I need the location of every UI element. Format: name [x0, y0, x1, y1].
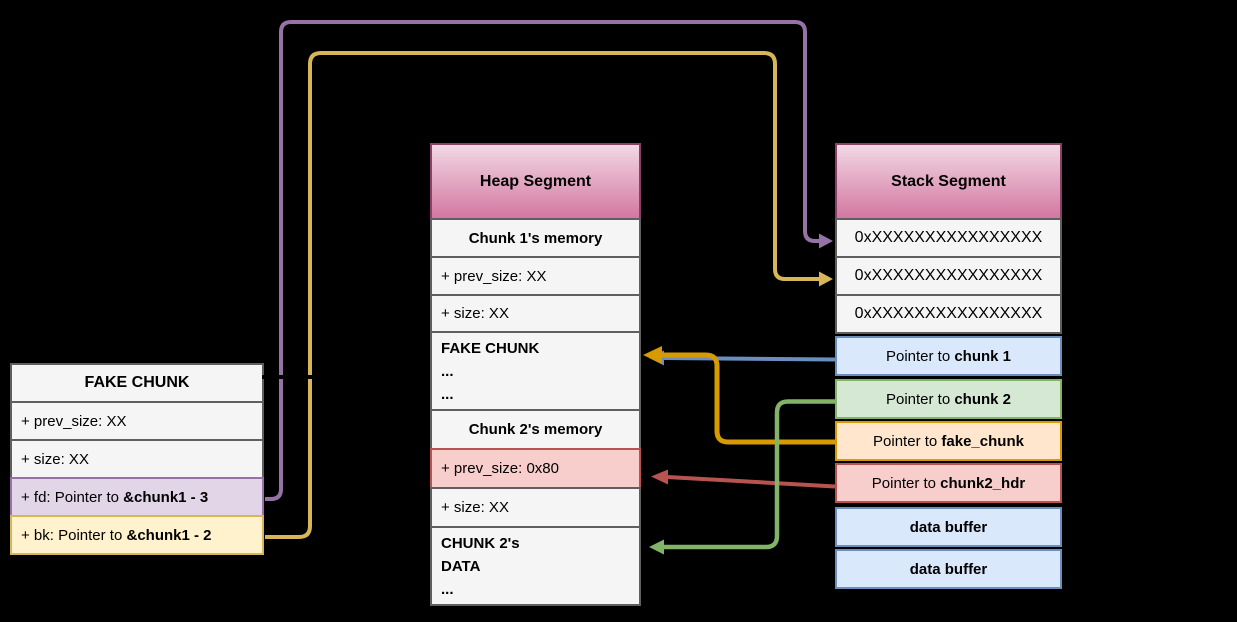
chunk1-pointer-arrowhead-icon	[649, 350, 664, 366]
fake-chunk-region-line1: FAKE CHUNK	[441, 339, 540, 357]
fake-chunk-row-fd: + fd: Pointer to &chunk1 - 3	[10, 477, 264, 517]
chunk2-pointer-arrowhead-icon	[649, 539, 664, 555]
pointer-fake-chunk-prefix: Pointer to	[873, 432, 942, 450]
stack-segment-header: Stack Segment	[835, 143, 1062, 220]
heap-row-chunk2-size: + size: XX	[430, 487, 641, 528]
chunk1-prev-size-label: + prev_size: XX	[441, 267, 547, 285]
heap-row-chunk2-memory: Chunk 2's memory	[430, 409, 641, 450]
pointer-chunk2-hdr-target: chunk2_hdr	[940, 474, 1026, 492]
fake-chunk-region-line2: ...	[441, 362, 454, 380]
fake-chunk-region-line3: ...	[441, 385, 454, 403]
data-buffer-2-label: data buffer	[909, 560, 988, 578]
chunk2-size-label: + size: XX	[441, 499, 509, 516]
chunk2-hdr-pointer-arrow	[651, 469, 836, 489]
fake-chunk-row-prev-size: + prev_size: XX	[10, 401, 264, 441]
stack-row-data-buffer-1: data buffer	[835, 507, 1062, 547]
stack-row-pointer-fake-chunk: Pointer to fake_chunk	[835, 421, 1062, 461]
stack-address-row-2: 0xXXXXXXXXXXXXXXXX	[835, 256, 1062, 296]
heap-segment-title: Heap Segment	[479, 172, 592, 190]
stack-address-row-3: 0xXXXXXXXXXXXXXXXX	[835, 294, 1062, 334]
stack-segment-table: Stack Segment 0xXXXXXXXXXXXXXXXX 0xXXXXX…	[835, 143, 1062, 589]
chunk1-pointer-arrow	[649, 350, 836, 366]
pointer-chunk2-hdr-prefix: Pointer to	[871, 474, 941, 492]
chunk2-prev-size-label: + prev_size: 0x80	[441, 460, 559, 477]
fd-pointer-arrowhead-icon	[819, 233, 833, 249]
chunk2-memory-label: Chunk 2's memory	[468, 421, 603, 438]
heap-row-chunk1-memory: Chunk 1's memory	[430, 218, 641, 258]
fake-chunk-row-size: + size: XX	[10, 439, 264, 479]
fake-chunk-bk-target: &chunk1 - 2	[126, 526, 212, 544]
fake-chunk-pointer-arrowhead-icon	[643, 346, 662, 364]
stack-row-pointer-chunk2-hdr: Pointer to chunk2_hdr	[835, 463, 1062, 503]
data-buffer-1-label: data buffer	[909, 518, 988, 536]
chunk2-data-line1: CHUNK 2's	[441, 534, 520, 552]
stack-row-pointer-chunk2: Pointer to chunk 2	[835, 379, 1062, 419]
chunk2-data-line2: DATA	[441, 557, 481, 575]
chunk1-memory-label: Chunk 1's memory	[468, 229, 603, 247]
stack-address-3-value: 0xXXXXXXXXXXXXXXXX	[854, 305, 1043, 322]
heap-row-chunk2-data: CHUNK 2's DATA ...	[430, 526, 641, 606]
pointer-chunk1-prefix: Pointer to	[885, 347, 955, 365]
chunk2-hdr-pointer-arrowhead-icon	[651, 469, 668, 485]
fake-chunk-table: FAKE CHUNK + prev_size: XX + size: XX + …	[10, 363, 264, 555]
heap-row-chunk1-size: + size: XX	[430, 294, 641, 333]
fake-chunk-row-bk: + bk: Pointer to &chunk1 - 2	[10, 515, 264, 555]
fake-chunk-size-label: + size: XX	[21, 450, 89, 468]
heap-segment-table: Heap Segment Chunk 1's memory + prev_siz…	[430, 143, 641, 606]
fake-chunk-table-title: FAKE CHUNK	[10, 363, 264, 403]
chunk2-pointer-arrow	[649, 399, 835, 555]
fake-chunk-fd-target: &chunk1 - 3	[123, 488, 209, 506]
heap-row-fake-chunk-region: FAKE CHUNK ... ...	[430, 331, 641, 411]
fake-chunk-pointer-arrow	[643, 346, 835, 445]
stack-address-1-value: 0xXXXXXXXXXXXXXXXX	[854, 229, 1043, 246]
fake-chunk-fd-prefix: + fd: Pointer to	[21, 488, 124, 506]
fake-chunk-bk-prefix: + bk: Pointer to	[21, 526, 127, 544]
stack-address-2-value: 0xXXXXXXXXXXXXXXXX	[854, 267, 1043, 284]
pointer-chunk2-prefix: Pointer to	[885, 390, 955, 408]
heap-row-chunk1-prev-size: + prev_size: XX	[430, 256, 641, 296]
stack-address-row-1: 0xXXXXXXXXXXXXXXXX	[835, 218, 1062, 258]
pointer-fake-chunk-target: fake_chunk	[941, 432, 1024, 450]
heap-row-chunk2-prev-size: + prev_size: 0x80	[430, 448, 641, 489]
chunk2-data-line3: ...	[441, 580, 454, 598]
pointer-chunk2-target: chunk 2	[954, 390, 1012, 408]
stack-row-pointer-chunk1: Pointer to chunk 1	[835, 336, 1062, 376]
pointer-chunk1-target: chunk 1	[954, 347, 1012, 365]
stack-row-data-buffer-2: data buffer	[835, 549, 1062, 589]
bk-pointer-arrowhead-icon	[819, 271, 833, 287]
heap-segment-header: Heap Segment	[430, 143, 641, 220]
fake-chunk-prev-size-label: + prev_size: XX	[21, 412, 127, 430]
fake-chunk-title-label: FAKE CHUNK	[84, 374, 190, 391]
stack-segment-title: Stack Segment	[891, 172, 1006, 190]
chunk1-size-label: + size: XX	[441, 305, 509, 322]
